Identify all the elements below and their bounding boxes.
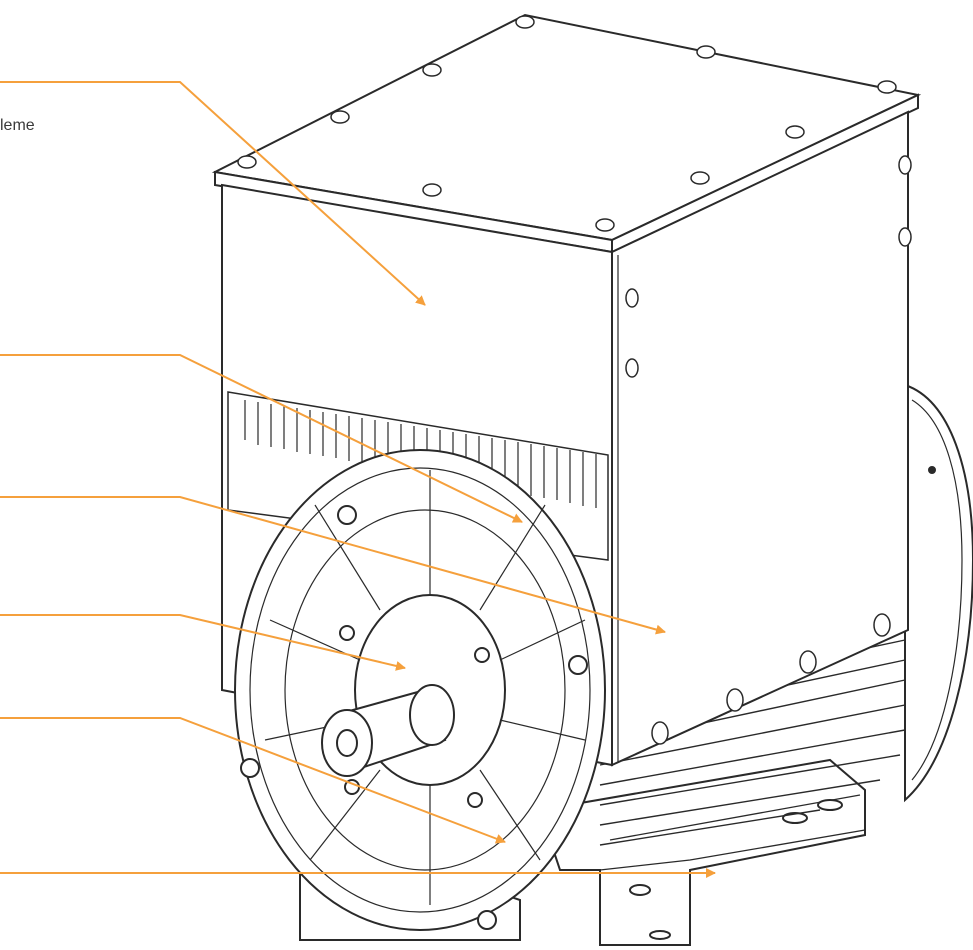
rear-end-bell [904, 383, 973, 803]
callout-label-partial: leme [0, 117, 35, 134]
callout-leaders [0, 81, 716, 878]
lid-screws [237, 15, 897, 232]
shaft [321, 684, 455, 777]
side-screws [625, 155, 912, 745]
